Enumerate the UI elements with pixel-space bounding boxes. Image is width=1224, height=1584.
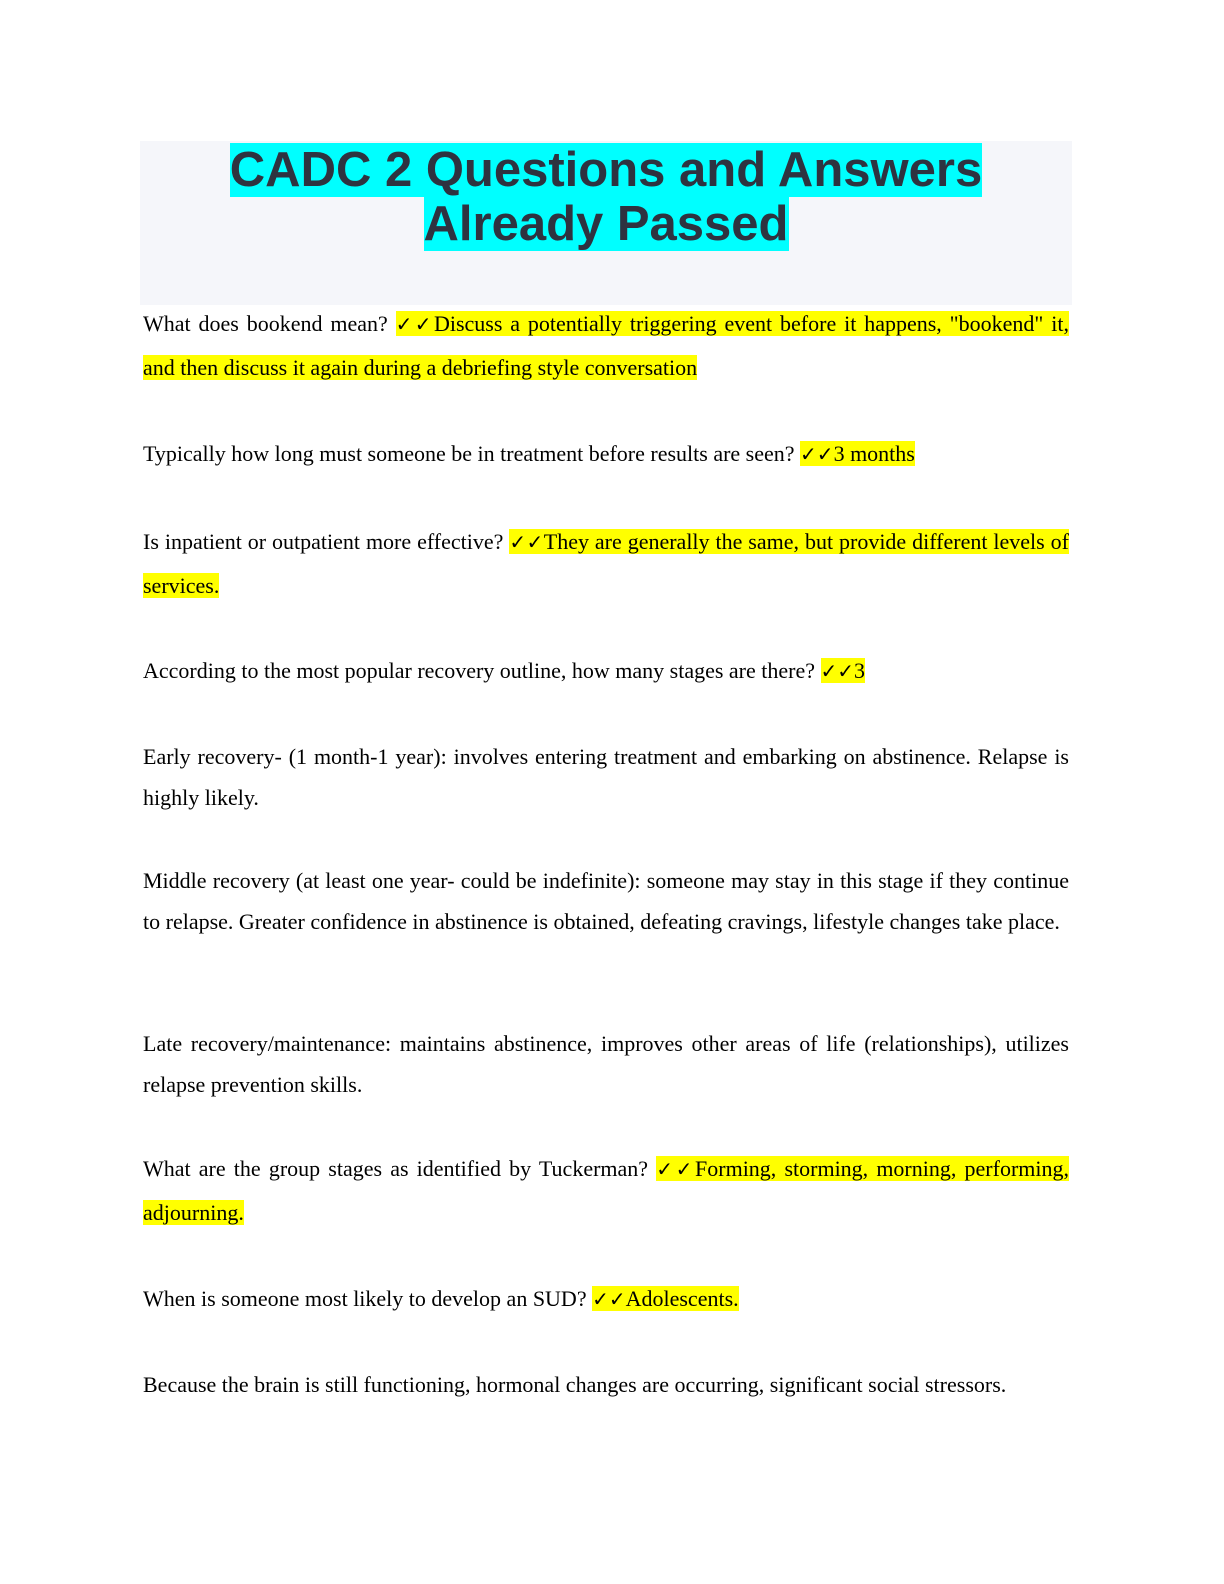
paragraph: Late recovery/maintenance: maintains abs… — [143, 1031, 1069, 1097]
answer-highlight: ✓✓3 months — [800, 441, 915, 466]
question: Typically how long must someone be in tr… — [143, 441, 801, 466]
check-icon: ✓✓ — [395, 312, 434, 336]
qa-item: What does bookend mean? ✓✓Discuss a pote… — [143, 302, 1069, 390]
qa-item: Typically how long must someone be in tr… — [143, 432, 1069, 476]
answer: Discuss a potentially triggering event b… — [143, 311, 1069, 380]
answer-highlight: ✓✓3 — [820, 658, 866, 683]
answer: Adolescents. — [625, 1286, 739, 1311]
question: What does bookend mean? — [143, 311, 396, 336]
document-title: CADC 2 Questions and Answers Already Pas… — [140, 143, 1072, 251]
title-box: CADC 2 Questions and Answers Already Pas… — [140, 141, 1072, 305]
qa-item: When is someone most likely to develop a… — [143, 1277, 1069, 1321]
question: Is inpatient or outpatient more effectiv… — [143, 529, 510, 554]
paragraph: Because the brain is still functioning, … — [143, 1372, 1007, 1397]
answer-highlight: ✓✓Adolescents. — [592, 1286, 739, 1311]
answer: They are generally the same, but provide… — [143, 529, 1070, 598]
title-text: CADC 2 Questions and Answers Already Pas… — [229, 143, 983, 251]
check-icon: ✓✓ — [592, 1287, 626, 1311]
qa-item: What are the group stages as identified … — [143, 1147, 1069, 1235]
check-icon: ✓✓ — [656, 1157, 696, 1181]
qa-item: Is inpatient or outpatient more effectiv… — [143, 520, 1070, 608]
check-icon: ✓✓ — [509, 530, 544, 554]
qa-item: According to the most popular recovery o… — [143, 649, 1069, 693]
check-icon: ✓✓ — [800, 442, 834, 466]
question: What are the group stages as identified … — [143, 1156, 657, 1181]
question: When is someone most likely to develop a… — [143, 1286, 593, 1311]
paragraph: Middle recovery (at least one year- coul… — [143, 868, 1069, 934]
answer: 3 — [854, 658, 866, 683]
answer: Forming, storming, morning, performing, … — [143, 1156, 1069, 1225]
paragraph: Early recovery- (1 month-1 year): involv… — [143, 744, 1069, 810]
answer: 3 months — [833, 441, 915, 466]
check-icon: ✓✓ — [820, 659, 855, 683]
question: According to the most popular recovery o… — [143, 658, 821, 683]
